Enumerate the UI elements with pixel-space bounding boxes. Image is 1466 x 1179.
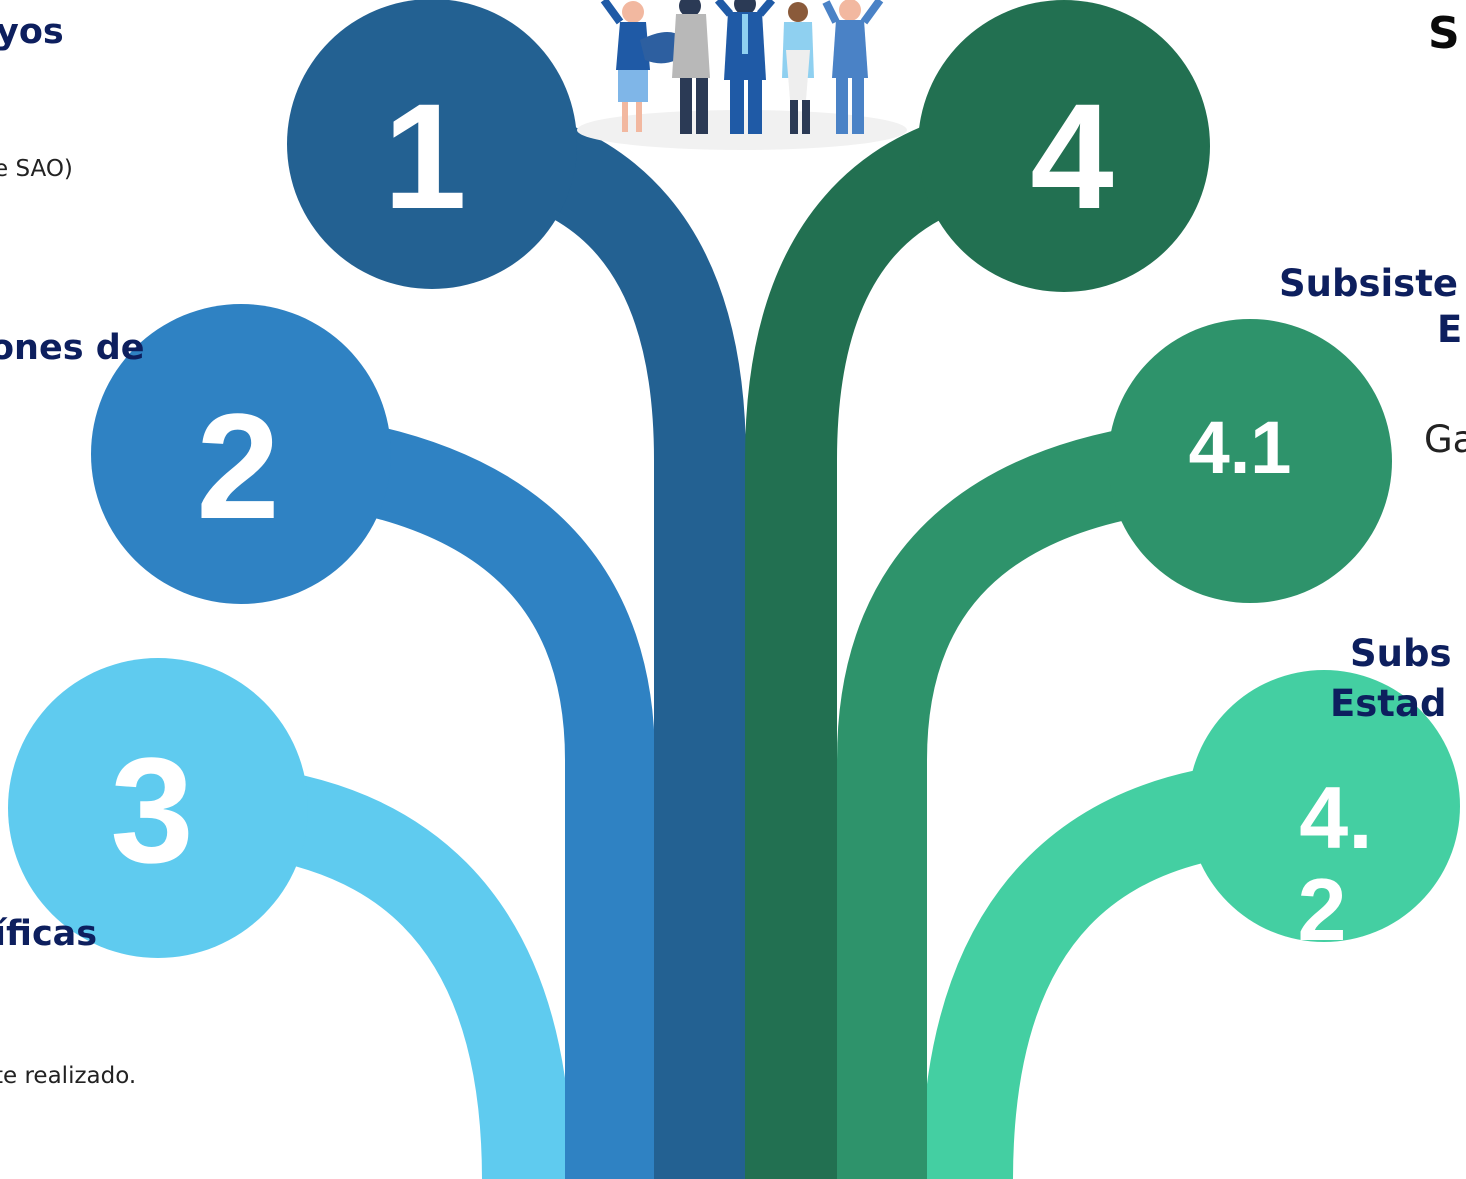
item-4-2-heading-line2: Estad xyxy=(1330,682,1447,725)
item-4-1-heading-line2: E xyxy=(1437,308,1463,351)
item-4-heading: S xyxy=(1428,8,1460,59)
item-4-1-description: Ga xyxy=(1424,418,1466,461)
item-3-heading: íficas xyxy=(0,914,98,954)
item-2-heading: ones de xyxy=(0,328,145,368)
node-2-circle xyxy=(91,304,391,604)
node-1-number: 1 xyxy=(383,72,466,240)
group-of-people-celebrating-icon xyxy=(577,0,907,150)
node-4-number: 4 xyxy=(1030,72,1113,240)
node-3-number: 3 xyxy=(110,726,193,894)
item-4-1-heading-line1: Subsiste xyxy=(1279,262,1458,305)
item-1-heading: yos xyxy=(0,12,64,52)
node-4-circle xyxy=(918,0,1210,292)
item-1-description: e SAO) xyxy=(0,156,73,182)
node-4-2-number-line1: 4. xyxy=(1299,768,1372,867)
node-1-circle xyxy=(287,0,577,289)
item-4-2-heading-line1: Subs xyxy=(1350,632,1452,675)
node-4-1-circle xyxy=(1108,319,1392,603)
node-4-1-number: 4.1 xyxy=(1189,406,1292,489)
node-4-2-number-line2: 2 xyxy=(1298,860,1347,959)
item-3-description: te realizado. xyxy=(0,1063,137,1089)
node-2-number: 2 xyxy=(196,382,279,550)
node-4-2-circle xyxy=(1188,670,1460,942)
node-3-circle xyxy=(8,658,308,958)
